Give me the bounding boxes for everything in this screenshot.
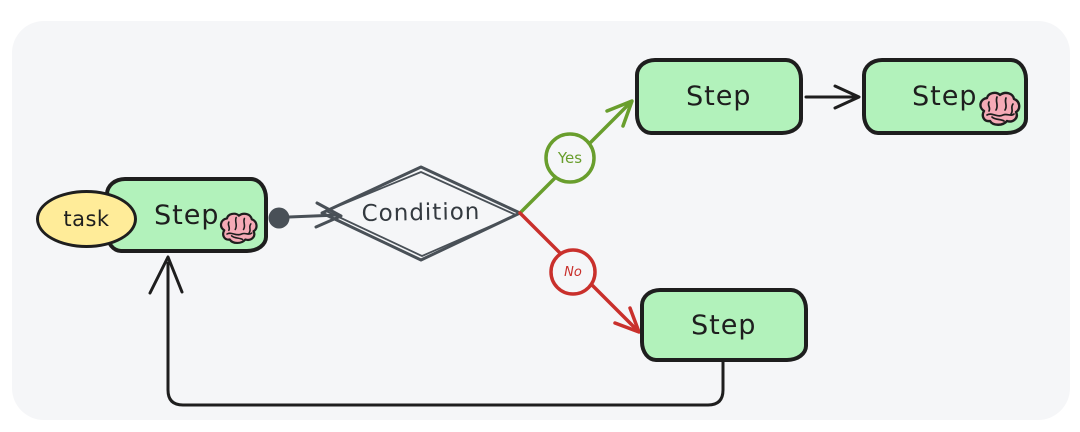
yes-badge-circle (544, 132, 596, 184)
loop-back-arrow (166, 261, 725, 407)
step-to-step-arrowhead-icon (833, 84, 861, 110)
condition-arrowhead-icon (314, 201, 343, 229)
condition-label: Condition (361, 198, 481, 228)
loop-back-arrowhead-icon (148, 255, 184, 295)
connector-dot (268, 207, 290, 229)
yes-step-node-1: Step (635, 58, 803, 135)
yes-step-node-2: Step (862, 58, 1028, 135)
no-arrowhead-icon (613, 306, 641, 334)
main-step-label: Step (153, 199, 220, 231)
brain-icon (216, 211, 260, 246)
no-badge-circle (549, 248, 597, 296)
task-label: task (63, 207, 110, 231)
no-step-node: Step (640, 288, 808, 362)
yes-badge-label: Yes (557, 149, 583, 167)
yes-step-1-label: Step (686, 80, 752, 113)
yes-arrowhead-icon (605, 99, 634, 128)
no-step-label: Step (691, 309, 757, 341)
no-badge-label: No (564, 264, 582, 280)
condition-diamond-sketch (325, 171, 517, 257)
task-ellipse: task (36, 190, 137, 248)
yes-step-2-label: Step (912, 80, 978, 113)
brain-icon (975, 90, 1023, 128)
